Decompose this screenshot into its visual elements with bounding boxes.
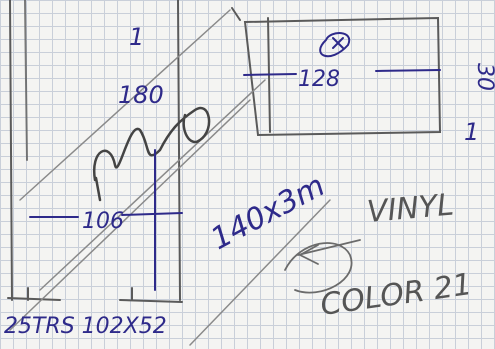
left-box-height-label: 180 (118, 81, 164, 109)
stock-size-note: 25TRS 102X52 (4, 314, 167, 339)
left-box-top-mark: 1 (129, 23, 144, 51)
right-box-height-label: 30 (472, 63, 495, 91)
panel-size-note: 140x3m (205, 168, 330, 257)
dimension-lines (29, 32, 441, 291)
diagonal-lines (9, 9, 331, 346)
material-note-line1: VINYL (366, 188, 456, 230)
right-box-bottom-mark: 1 (464, 118, 479, 146)
arrow-curve (284, 239, 361, 294)
scribble-mark (92, 106, 211, 202)
material-note-line2: COLOR 21 (318, 267, 474, 323)
left-box (7, 0, 183, 303)
right-box-width-label: 128 (298, 67, 340, 92)
left-box-width-label: 106 (82, 209, 124, 234)
